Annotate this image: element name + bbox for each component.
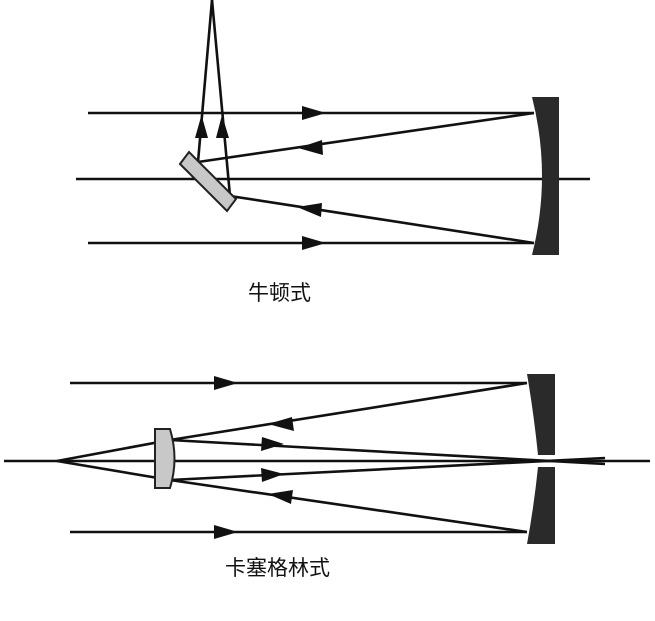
- cass-virtual-ray-bottom: [56, 459, 171, 482]
- cass-arrow-incoming-bottom: [214, 525, 238, 539]
- newton-arrow-incoming-bottom: [302, 236, 326, 250]
- cass-reflected-ray-top: [169, 381, 528, 442]
- cass-return-ray-top: [169, 438, 606, 466]
- cass-secondary-mirror: [154, 428, 176, 489]
- newtonian-caption: 牛顿式: [248, 281, 311, 305]
- newton-arrow-incoming-top: [302, 106, 326, 120]
- newton-reflected-ray-top: [197, 111, 535, 164]
- cass-reflected-ray-bottom: [169, 478, 528, 534]
- newtonian-telescope: [76, 0, 590, 255]
- newton-exit-ray-right: [210, 0, 232, 197]
- cassegrain-telescope: [4, 374, 650, 544]
- cass-primary-mirror-lower: [527, 467, 555, 544]
- newton-reflected-ray-bottom: [229, 194, 535, 245]
- newton-primary-mirror: [532, 97, 559, 255]
- newton-arrow-exit-right: [216, 115, 229, 138]
- cass-return-ray-bottom: [169, 456, 606, 482]
- cass-arrow-reflected-bottom: [268, 490, 293, 504]
- newton-arrow-reflected-bottom: [297, 203, 322, 217]
- cass-arrow-return-bottom: [261, 468, 284, 482]
- newton-diagonal-mirror: [178, 150, 238, 213]
- cass-arrow-return-top: [261, 437, 284, 451]
- cass-primary-mirror-upper: [527, 374, 555, 455]
- newton-arrow-exit-left: [195, 115, 208, 138]
- newton-arrow-reflected-top: [298, 140, 323, 155]
- cassegrain-caption: 卡塞格林式: [225, 556, 330, 580]
- cass-virtual-ray-top: [56, 438, 171, 463]
- cass-arrow-incoming-top: [214, 376, 238, 390]
- cass-arrow-reflected-top: [268, 417, 294, 431]
